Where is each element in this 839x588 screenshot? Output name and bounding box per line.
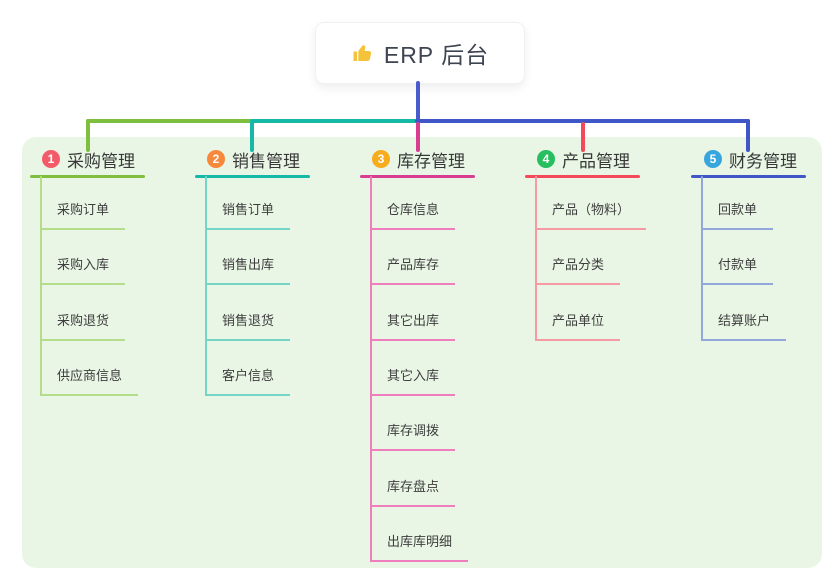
node-customer-info[interactable]: 客户信息 [205,367,291,396]
branch-label: 采购管理 [67,151,135,171]
branch5-drop-line [746,119,750,152]
node-stock-count[interactable]: 库存盘点 [370,478,456,507]
node-other-outbound[interactable]: 其它出库 [370,312,456,341]
branch4-column-line [535,176,537,341]
node-purchase-return[interactable]: 采购退货 [40,312,126,341]
node-outbound-detail[interactable]: 出库库明细 [370,533,469,562]
branch2-drop-line [250,119,254,152]
branch2-column-line [205,176,207,396]
branches-panel [22,137,822,568]
branch-header-purchase[interactable]: 1 采购管理 [42,148,135,171]
branch3-number-badge: 3 [372,150,390,168]
node-purchase-inbound[interactable]: 采购入库 [40,256,126,285]
branch3-header-underline [360,175,475,178]
thumbs-up-icon [351,41,375,65]
node-product-stock[interactable]: 产品库存 [370,256,456,285]
branch-label: 财务管理 [729,151,797,171]
branch1-header-underline [30,175,145,178]
trunk-segment-teal [250,119,417,123]
branch-header-product[interactable]: 4 产品管理 [537,148,630,171]
node-payment-bill[interactable]: 付款单 [701,256,774,285]
branch1-drop-line [86,119,90,152]
node-supplier-info[interactable]: 供应商信息 [40,367,139,396]
branch-label: 销售管理 [232,151,300,171]
node-product-category[interactable]: 产品分类 [535,256,621,285]
node-product-unit[interactable]: 产品单位 [535,312,621,341]
branch-label: 库存管理 [397,151,465,171]
branch4-drop-line [581,122,585,152]
node-product-material[interactable]: 产品（物料） [535,201,647,230]
branch-header-sales[interactable]: 2 销售管理 [207,148,300,171]
node-purchase-order[interactable]: 采购订单 [40,201,126,230]
root-node[interactable]: ERP 后台 [315,22,525,84]
branch5-column-line [701,176,703,341]
node-sales-return[interactable]: 销售退货 [205,312,291,341]
node-sales-order[interactable]: 销售订单 [205,201,291,230]
node-warehouse-info[interactable]: 仓库信息 [370,201,456,230]
branch5-header-underline [691,175,806,178]
node-sales-outbound[interactable]: 销售出库 [205,256,291,285]
node-receipt-bill[interactable]: 回款单 [701,201,774,230]
branch2-header-underline [195,175,310,178]
node-other-inbound[interactable]: 其它入库 [370,367,456,396]
branch-header-inventory[interactable]: 3 库存管理 [372,148,465,171]
branch4-header-underline [525,175,640,178]
trunk-segment-blue [415,119,750,123]
branch3-drop-line [416,122,420,152]
branch-header-finance[interactable]: 5 财务管理 [704,148,797,171]
branch1-number-badge: 1 [42,150,60,168]
node-settlement-account[interactable]: 结算账户 [701,312,787,341]
root-connector-line [416,81,420,123]
branch2-number-badge: 2 [207,150,225,168]
root-title: ERP 后台 [383,42,490,68]
branch1-column-line [40,176,42,396]
branch3-column-line [370,176,372,562]
branch4-number-badge: 4 [537,150,555,168]
branch5-number-badge: 5 [704,150,722,168]
trunk-segment-green [86,119,252,123]
node-stock-transfer[interactable]: 库存调拨 [370,422,456,451]
branch-label: 产品管理 [562,151,630,171]
